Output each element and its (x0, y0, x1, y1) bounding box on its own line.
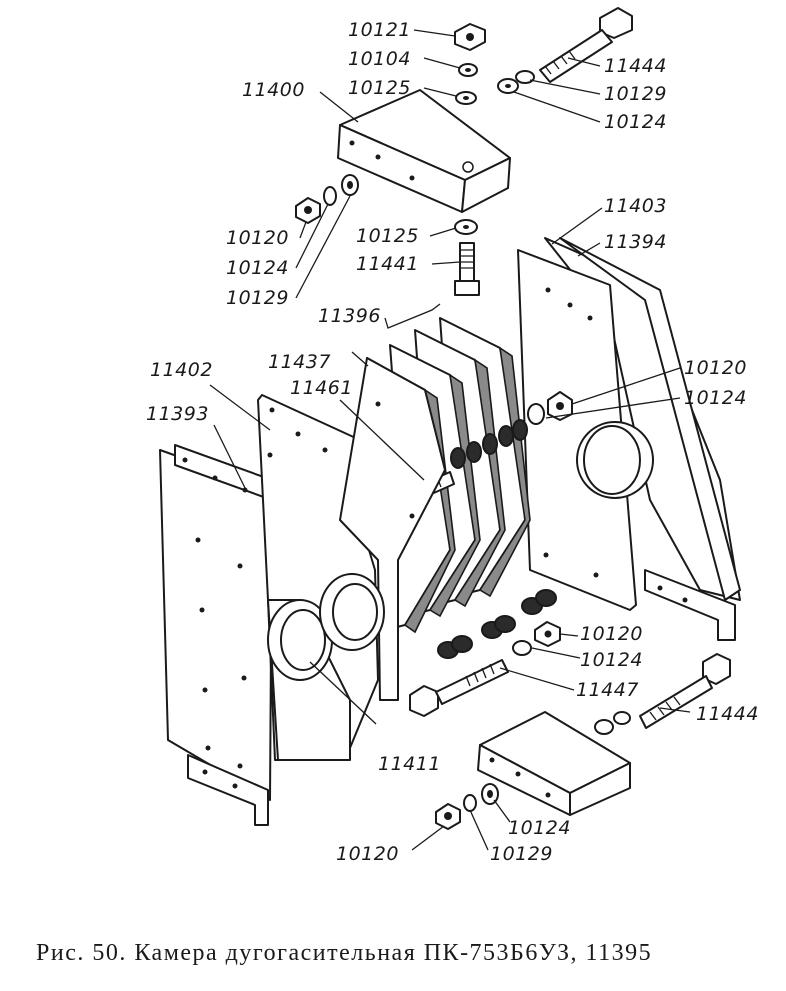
label-11403: 11403 (604, 195, 667, 217)
label-10125-mid: 10125 (356, 225, 419, 247)
leader-lines (209, 29, 691, 851)
label-10125-top: 10125 (348, 77, 411, 99)
label-10120-right: 10120 (684, 357, 747, 379)
bolt-11447 (409, 659, 509, 717)
label-10121: 10121 (348, 19, 411, 41)
bracket-left-lower (187, 754, 269, 826)
label-11411: 11411 (378, 753, 441, 775)
bolt-11444-top (497, 7, 633, 94)
label-10129-top: 10129 (604, 83, 667, 105)
bolt-11444-bottom (594, 653, 731, 735)
part-11402-inner-plate (257, 394, 379, 761)
label-10129-bottom: 10129 (490, 843, 553, 865)
label-11394: 11394 (604, 231, 667, 253)
hardware-lower-spacers (437, 589, 561, 659)
label-11444-bottom: 11444 (696, 703, 759, 725)
part-11394-right-plate (517, 237, 741, 611)
label-10120-bottom: 10120 (336, 843, 399, 865)
hardware-bottom-stack (435, 783, 499, 830)
label-10120-left: 10120 (226, 227, 289, 249)
label-11444-top: 11444 (604, 55, 667, 77)
label-11396: 11396 (318, 305, 381, 327)
label-11461: 11461 (290, 377, 353, 399)
hardware-top-stack (454, 23, 486, 105)
plate-spacers (450, 419, 528, 469)
label-11437: 11437 (268, 351, 331, 373)
label-11393: 11393 (146, 403, 209, 425)
label-10120-lower: 10120 (580, 623, 643, 645)
bolt-11441 (454, 219, 480, 296)
label-11400: 11400 (242, 79, 305, 101)
label-10124-top: 10124 (604, 111, 667, 133)
part-11437-front-plate (319, 357, 446, 701)
label-10124-bottom: 10124 (508, 817, 571, 839)
label-10129-left: 10129 (226, 287, 289, 309)
part-number-labels: 10121 10104 10125 11400 11444 10129 1012… (146, 19, 759, 865)
part-11393-left-plate (159, 444, 273, 801)
label-11447: 11447 (576, 679, 639, 701)
hardware-left-mid (295, 174, 359, 224)
bracket-right-lower (644, 569, 736, 641)
label-10104: 10104 (348, 48, 411, 70)
label-11402: 11402 (150, 359, 213, 381)
figure-caption: Рис. 50. Камера дугогасительная ПК-753Б6… (36, 940, 652, 966)
label-11441: 11441 (356, 253, 419, 275)
label-10124-left: 10124 (226, 257, 289, 279)
label-10124-lower: 10124 (580, 649, 643, 671)
part-11400-top-block (337, 89, 511, 213)
part-11400-bottom-block (477, 711, 631, 816)
label-10124-right: 10124 (684, 387, 747, 409)
